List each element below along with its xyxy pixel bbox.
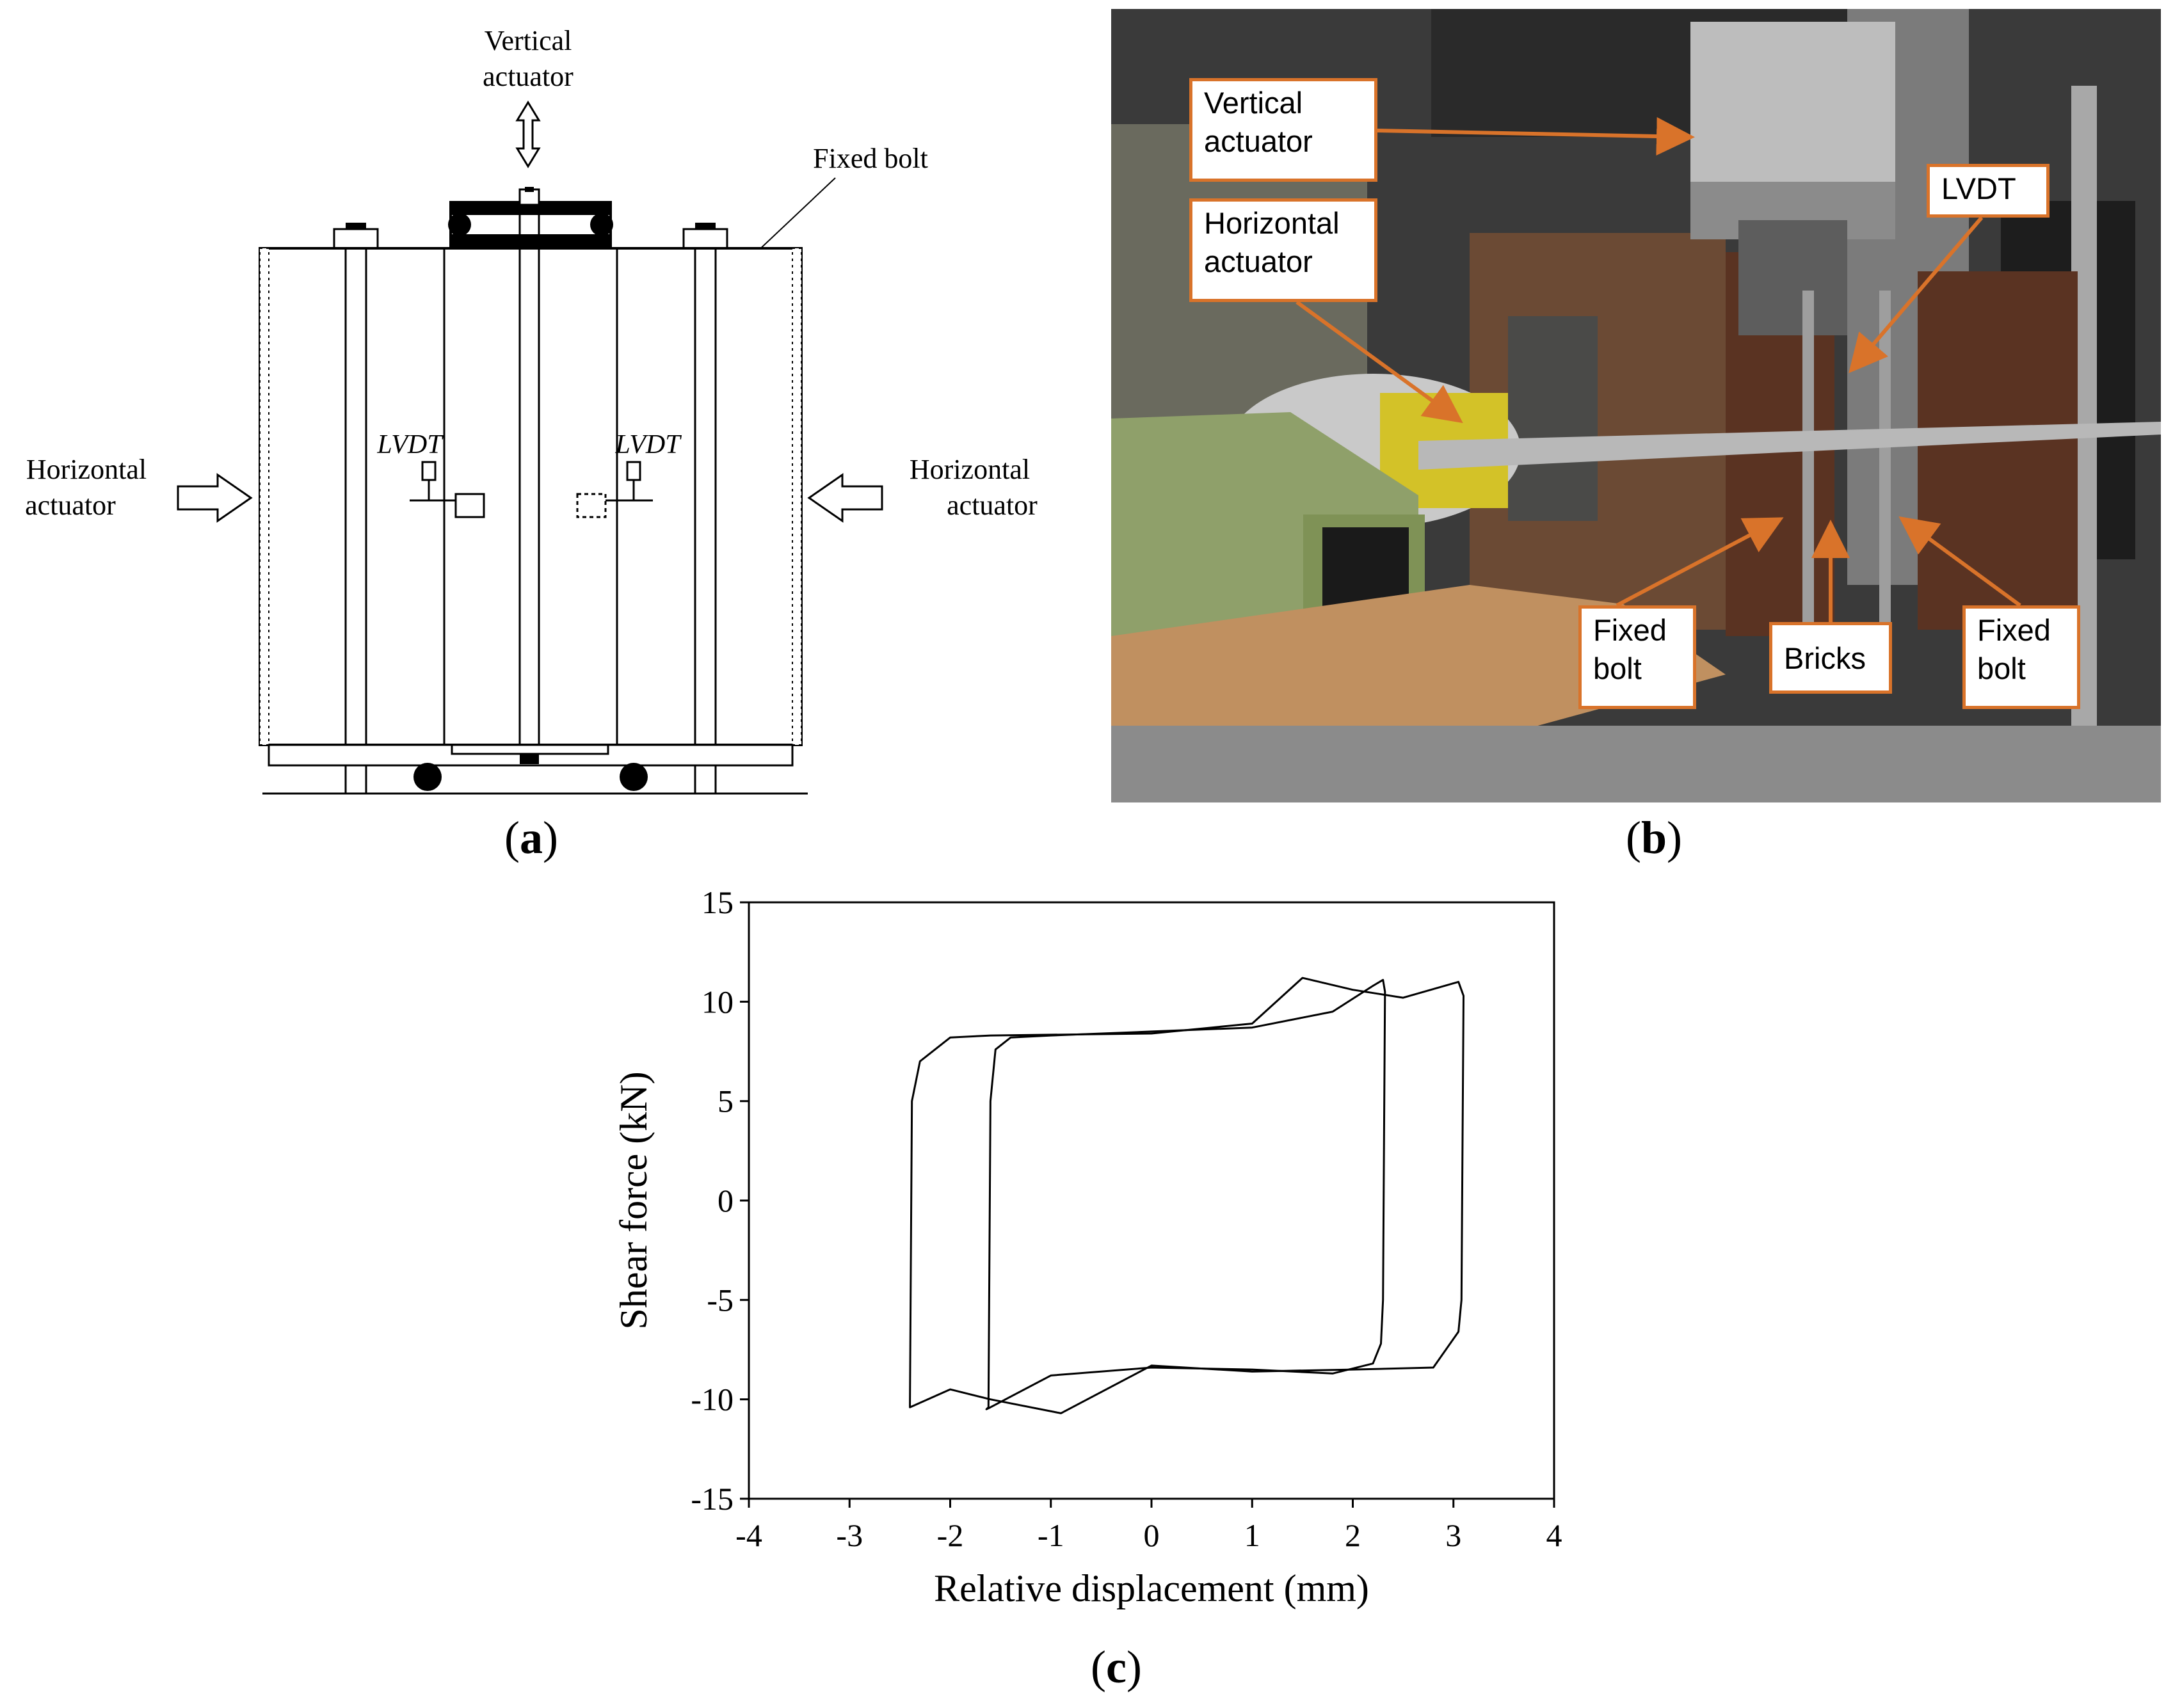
horizontal-actuator-right-label-1: Horizontal [910, 454, 1030, 485]
horizontal-actuator-left-label-2: actuator [25, 490, 116, 521]
test-setup-diagram: Vertical actuator Fixed bolt Horizontal … [25, 25, 1038, 795]
y-tick-label: -10 [691, 1382, 734, 1417]
x-tick-label: -3 [836, 1517, 863, 1553]
y-axis-label: Shear force (kN) [613, 1071, 655, 1329]
y-tick-label: -15 [691, 1481, 734, 1517]
x-tick-label: 3 [1445, 1517, 1461, 1553]
left-arrow-icon [177, 473, 253, 523]
x-tick-label: 4 [1546, 1517, 1562, 1553]
horizontal-actuator-left-label-1: Horizontal [26, 454, 147, 485]
label-lvdt: LVDT [1927, 164, 2050, 218]
x-tick-label: 2 [1345, 1517, 1361, 1553]
y-tick-label: 15 [702, 884, 734, 920]
label-leaders [1296, 117, 2021, 622]
y-tick-label: -5 [707, 1282, 734, 1318]
right-arrow-icon [807, 473, 883, 523]
lvdt-left-label: LVDT [376, 430, 444, 459]
fixed-bolt-label: Fixed bolt [813, 143, 928, 174]
label-bricks: Bricks [1769, 622, 1892, 694]
x-tick-label: 1 [1244, 1517, 1260, 1553]
x-tick-label: -4 [735, 1517, 762, 1553]
x-tick-label: -2 [937, 1517, 964, 1553]
panel-a-schematic: Vertical actuator Fixed bolt Horizontal … [0, 0, 1101, 863]
horizontal-actuator-right-label-2: actuator [947, 490, 1038, 521]
lvdt-right-label: LVDT [614, 430, 682, 459]
x-tick-label: 0 [1144, 1517, 1160, 1553]
y-tick-label: 10 [702, 984, 734, 1019]
caption-b: (b) [1625, 812, 1682, 863]
hysteresis-loop-2 [909, 977, 1464, 1414]
vertical-actuator-label-1: Vertical [485, 25, 572, 56]
x-axis-label: Relative displacement (mm) [934, 1567, 1369, 1609]
plot-area [748, 901, 1555, 1500]
hysteresis-loop-1 [985, 978, 1386, 1410]
y-tick-label: 0 [718, 1183, 734, 1218]
caption-c: (c) [1091, 1641, 1142, 1693]
vertical-arrow-icon [515, 100, 541, 168]
x-tick-label: -1 [1038, 1517, 1064, 1553]
caption-a: (a) [504, 812, 558, 863]
y-tick-label: 5 [718, 1083, 734, 1119]
vertical-actuator-label-2: actuator [483, 61, 574, 92]
